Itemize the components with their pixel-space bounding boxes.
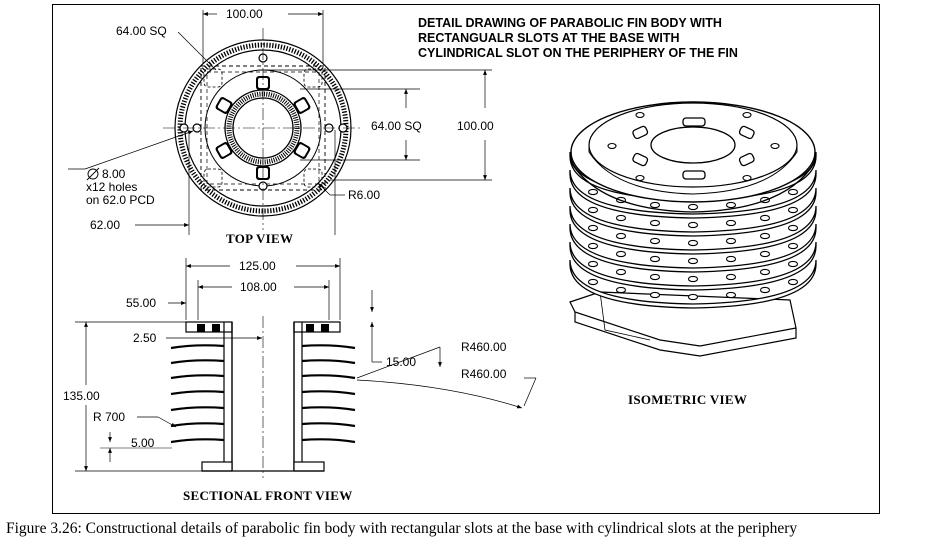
dim-hole-pcd: on 62.0 PCD — [86, 193, 155, 207]
iso-fin-hole — [649, 219, 661, 227]
iso-fin-hole — [615, 250, 627, 258]
iso-fin-hole — [587, 242, 599, 250]
dim-135: 135.00 — [63, 389, 100, 403]
top-view-dimensions: 100.00 64.00 SQ 64.00 SQ 100.00 8.00 x12… — [68, 7, 494, 235]
figure-caption: Figure 3.26: Constructional details of p… — [6, 520, 798, 537]
dim-5: 5.00 — [131, 436, 155, 450]
iso-fin-hole — [759, 286, 771, 294]
iso-fin-hole — [787, 242, 799, 250]
dim-2-5: 2.50 — [133, 331, 157, 345]
dim-r700: R 700 — [93, 410, 125, 424]
dim-108: 108.00 — [240, 280, 277, 294]
iso-fin-disc — [569, 223, 817, 273]
iso-fin-disc — [569, 169, 817, 219]
dim-100-right: 100.00 — [457, 119, 494, 133]
fins-left — [170, 344, 225, 444]
title-line-1: DETAIL DRAWING OF PARABOLIC FIN BODY WIT… — [418, 16, 722, 30]
dim-hole-diameter: 8.00 — [102, 167, 126, 181]
top-view — [163, 28, 363, 230]
iso-view-label: ISOMETRIC VIEW — [628, 392, 747, 407]
iso-fin-hole — [687, 239, 699, 247]
iso-fin-hole — [587, 224, 599, 232]
dim-r6: R6.00 — [348, 188, 380, 202]
iso-fin-hole — [787, 278, 799, 286]
dim-64-sq-right: 64.00 SQ — [371, 119, 422, 133]
front-view-dimensions: 125.00 108.00 55.00 135.00 2.50 R 700 5.… — [63, 258, 537, 472]
iso-fin-hole — [759, 214, 771, 222]
iso-fin-hole — [587, 260, 599, 268]
dim-64-sq-left: 64.00 SQ — [116, 24, 167, 38]
iso-top-slots — [632, 117, 755, 180]
iso-fin-hole — [587, 206, 599, 214]
iso-fin-hole — [649, 255, 661, 263]
title-line-2: RECTANGUALR SLOTS AT THE BASE WITH — [418, 31, 680, 45]
dim-15: 15.00 — [386, 355, 416, 369]
iso-fin-hole — [687, 275, 699, 283]
sectional-front-view — [170, 316, 356, 478]
diameter-symbol-icon — [87, 168, 99, 180]
iso-fin-hole — [759, 268, 771, 276]
iso-fin-disc — [569, 205, 817, 255]
drawing-title: DETAIL DRAWING OF PARABOLIC FIN BODY WIT… — [418, 16, 738, 60]
fins-right — [301, 344, 356, 444]
iso-fin-hole — [649, 237, 661, 245]
iso-fin-hole — [615, 214, 627, 222]
iso-fin-hole — [615, 286, 627, 294]
iso-fin-hole — [687, 221, 699, 229]
iso-fin-hole — [787, 260, 799, 268]
iso-fin-hole — [725, 201, 737, 209]
iso-fin-hole — [687, 293, 699, 301]
iso-fin-hole — [587, 278, 599, 286]
iso-fin-disc — [569, 187, 817, 237]
iso-fin-hole — [725, 255, 737, 263]
rectangular-slots — [215, 76, 311, 180]
iso-fin-hole — [649, 201, 661, 209]
iso-fin-disc — [569, 241, 817, 291]
iso-fin-hole — [687, 257, 699, 265]
top-view-label: TOP VIEW — [226, 231, 293, 246]
iso-fin-hole — [725, 273, 737, 281]
dim-100-top: 100.00 — [226, 7, 263, 21]
iso-fin-hole — [759, 232, 771, 240]
iso-fin-hole — [787, 206, 799, 214]
title-line-3: CYLINDRICAL SLOT ON THE PERIPHERY OF THE… — [418, 46, 738, 60]
iso-fin-hole — [787, 188, 799, 196]
dim-125: 125.00 — [239, 259, 276, 273]
iso-fin-hole — [787, 224, 799, 232]
isometric-view — [569, 101, 817, 357]
dim-55: 55.00 — [126, 296, 156, 310]
iso-fin-hole — [725, 291, 737, 299]
drawing-frame — [52, 4, 880, 514]
iso-fin-hole — [587, 188, 599, 196]
iso-fin-hole — [615, 232, 627, 240]
dim-r460-a: R460.00 — [461, 340, 507, 354]
dim-hole-count: x12 holes — [86, 180, 137, 194]
iso-fin-hole — [649, 273, 661, 281]
iso-fin-hole — [687, 203, 699, 211]
iso-fin-disc — [569, 259, 817, 309]
iso-fin-hole — [725, 237, 737, 245]
iso-fin-hole — [649, 291, 661, 299]
iso-fin-hole — [615, 268, 627, 276]
dim-r460-b: R460.00 — [461, 367, 507, 381]
iso-fin-hole — [759, 250, 771, 258]
iso-bore — [650, 126, 736, 164]
iso-fin-hole — [725, 219, 737, 227]
dim-62: 62.00 — [90, 218, 120, 232]
front-view-label: SECTIONAL FRONT VIEW — [183, 488, 353, 503]
